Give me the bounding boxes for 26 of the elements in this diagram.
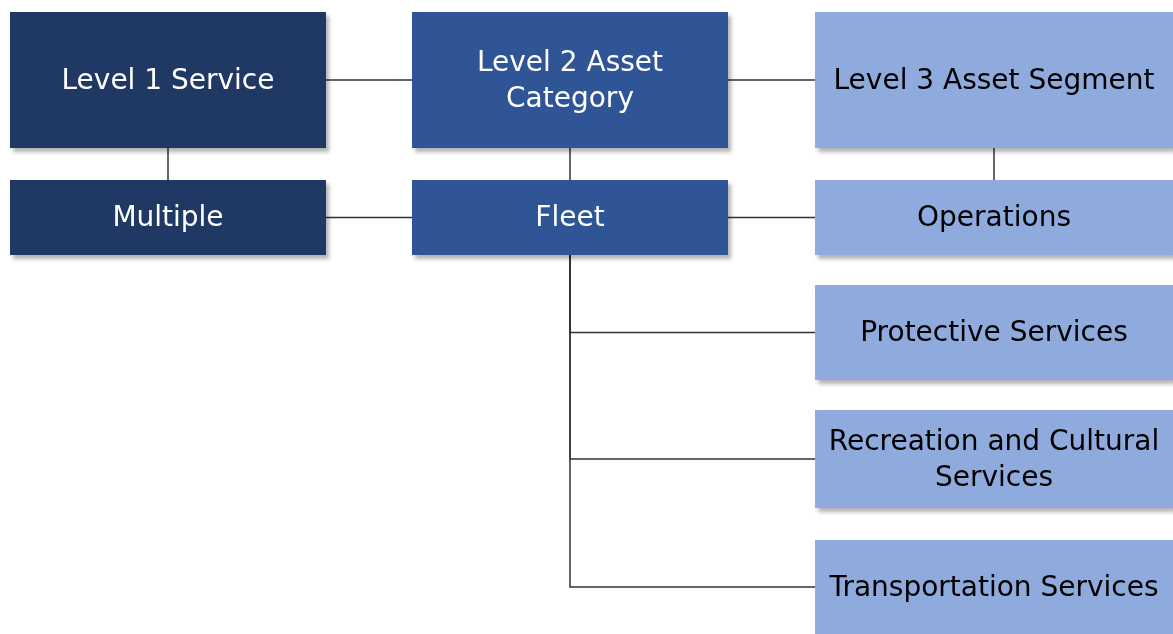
connector-line xyxy=(569,147,571,181)
hierarchy-box xyxy=(10,12,326,148)
hierarchy-box xyxy=(815,540,1173,634)
connector-line xyxy=(325,216,413,219)
box-label: Recreation and Cultural Services xyxy=(827,422,1161,495)
box-label: Level 3 Asset Segment xyxy=(833,61,1155,98)
box-label: Transportation Services xyxy=(829,568,1159,605)
connector-line xyxy=(569,254,816,588)
hierarchy-box xyxy=(10,180,326,255)
box-label: Multiple xyxy=(112,199,224,236)
hierarchy-box xyxy=(815,410,1173,508)
hierarchy-box xyxy=(412,180,728,255)
connector-line xyxy=(167,147,169,181)
connector-line xyxy=(325,79,413,81)
hierarchy-box xyxy=(815,12,1173,148)
box-label: Operations xyxy=(917,199,1071,236)
connector-line xyxy=(993,147,995,181)
box-label: Level 2 Asset Category xyxy=(475,43,665,116)
box-label: Level 1 Service xyxy=(61,61,275,98)
box-label: Fleet xyxy=(535,199,605,236)
hierarchy-box xyxy=(815,285,1173,380)
hierarchy-box xyxy=(815,180,1173,255)
connector-line xyxy=(727,216,816,219)
connector-line xyxy=(727,79,816,81)
box-label: Protective Services xyxy=(860,314,1128,351)
hierarchy-box xyxy=(412,12,728,148)
